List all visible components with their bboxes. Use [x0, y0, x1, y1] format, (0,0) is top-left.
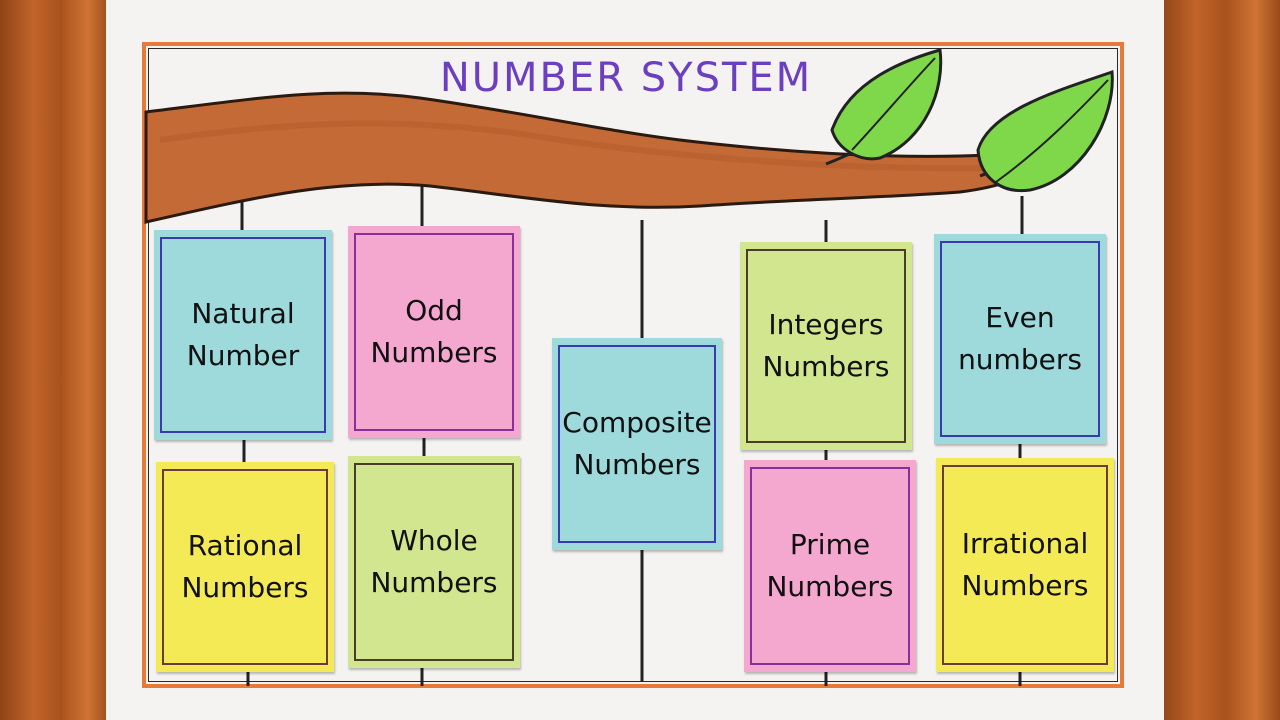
card-natural-label: Natural Number: [186, 297, 300, 372]
card-prime-numbers: Prime Numbers: [744, 460, 916, 672]
card-odd-numbers: Odd Numbers: [348, 226, 520, 438]
branch-shading: [159, 120, 1001, 172]
card-integers-label: Integers Numbers: [762, 308, 890, 383]
wooden-table-left: [0, 0, 110, 720]
black-inner-border: [148, 48, 1118, 682]
card-whole-label: Whole Numbers: [370, 524, 498, 599]
card-natural-numbers: Natural Number: [154, 230, 332, 440]
card-prime-label: Prime Numbers: [766, 528, 894, 603]
card-rational-numbers: Rational Numbers: [156, 462, 334, 672]
card-irrational-numbers: Irrational Numbers: [936, 458, 1114, 672]
card-composite-label: Composite Numbers: [562, 406, 712, 481]
card-composite-numbers: Composite Numbers: [552, 338, 722, 550]
card-whole-numbers: Whole Numbers: [348, 456, 520, 668]
card-integers-numbers: Integers Numbers: [740, 242, 912, 450]
card-odd-label: Odd Numbers: [370, 294, 498, 369]
wooden-table-right: [1160, 0, 1280, 720]
tree-branch: [144, 91, 1075, 224]
card-irrational-label: Irrational Numbers: [961, 527, 1089, 602]
leaf-left: [825, 48, 943, 166]
orange-border: [142, 42, 1124, 688]
leaf-right: [976, 69, 1114, 193]
card-even-label: Even numbers: [958, 301, 1082, 376]
card-rational-label: Rational Numbers: [181, 529, 309, 604]
poster-title: NUMBER SYSTEM: [439, 55, 813, 101]
card-even-numbers: Even numbers: [934, 234, 1106, 444]
hanging-strings: [240, 184, 1024, 686]
